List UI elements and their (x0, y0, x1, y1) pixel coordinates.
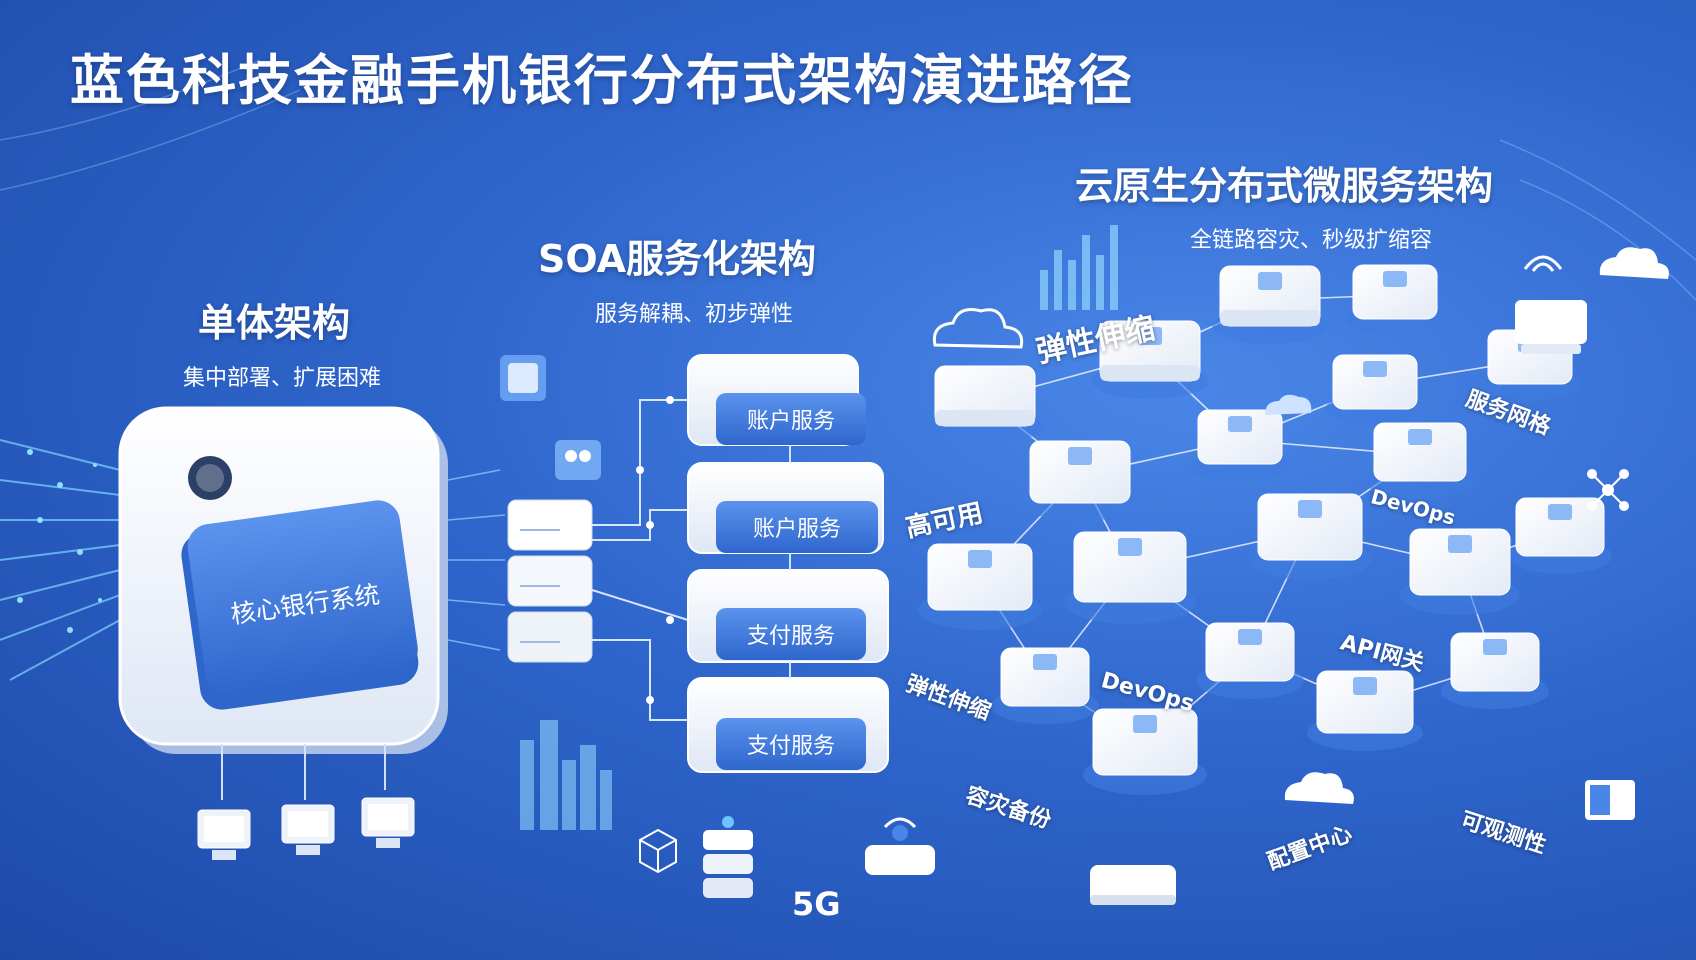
cube-outline-icon (639, 828, 677, 874)
server-node-icon (703, 816, 753, 898)
soa-connectors (591, 399, 689, 721)
monolith-device (118, 406, 448, 754)
fingerprint-icon (1523, 255, 1563, 272)
stage-monolith-subtitle: 集中部署、扩展困难 (183, 366, 382, 391)
users-icon (555, 440, 601, 480)
page-title: 蓝色科技金融手机银行分布式架构演进路径 (70, 49, 1134, 112)
service-label-2: 账户服务 (753, 517, 841, 542)
terminal-lines (221, 744, 386, 800)
soa-service-cards (687, 354, 889, 773)
network-cube-icon (500, 355, 546, 401)
cloud-icon-bottom (1284, 772, 1354, 804)
cloud-icon-top-right (1599, 247, 1669, 279)
service-card-3 (687, 569, 889, 663)
terminal-icons (197, 797, 415, 860)
stage-monolith-title: 单体架构 (198, 301, 351, 345)
service-label-1: 账户服务 (747, 409, 835, 434)
wireless-router-icon (865, 817, 935, 875)
cloud-icon-left (932, 308, 1024, 349)
service-card-4 (687, 677, 889, 773)
background-streaks (0, 59, 1696, 301)
service-card-1 (687, 354, 866, 446)
left-data-dots (17, 449, 102, 633)
badge-5g: 5G (792, 885, 841, 923)
stage-soa-subtitle: 服务解耦、初步弹性 (595, 302, 794, 327)
soa-connector-dots (636, 396, 674, 704)
left-data-rays (0, 439, 121, 681)
service-label-3: 支付服务 (747, 624, 835, 649)
share-network-icon (1587, 469, 1629, 511)
service-label-4: 支付服务 (747, 734, 835, 759)
monitor-icon (1585, 780, 1635, 820)
mesh-nodes (918, 264, 1612, 795)
service-card-2 (687, 462, 884, 554)
laptop-icon (1515, 300, 1587, 354)
bar-chart-icon (1040, 225, 1118, 310)
stage-cloud-subtitle: 全链路容灾、秒级扩缩容 (1190, 228, 1433, 253)
stage-cloud-title: 云原生分布式微服务架构 (1075, 164, 1494, 208)
monolith-to-soa-rays (447, 469, 506, 651)
stage-soa-title: SOA服务化架构 (538, 237, 817, 281)
city-buildings-icon (520, 720, 612, 830)
soa-server-stack (507, 499, 593, 663)
device-slab-icon (1090, 865, 1176, 905)
cloud-small-icon (1265, 394, 1312, 415)
